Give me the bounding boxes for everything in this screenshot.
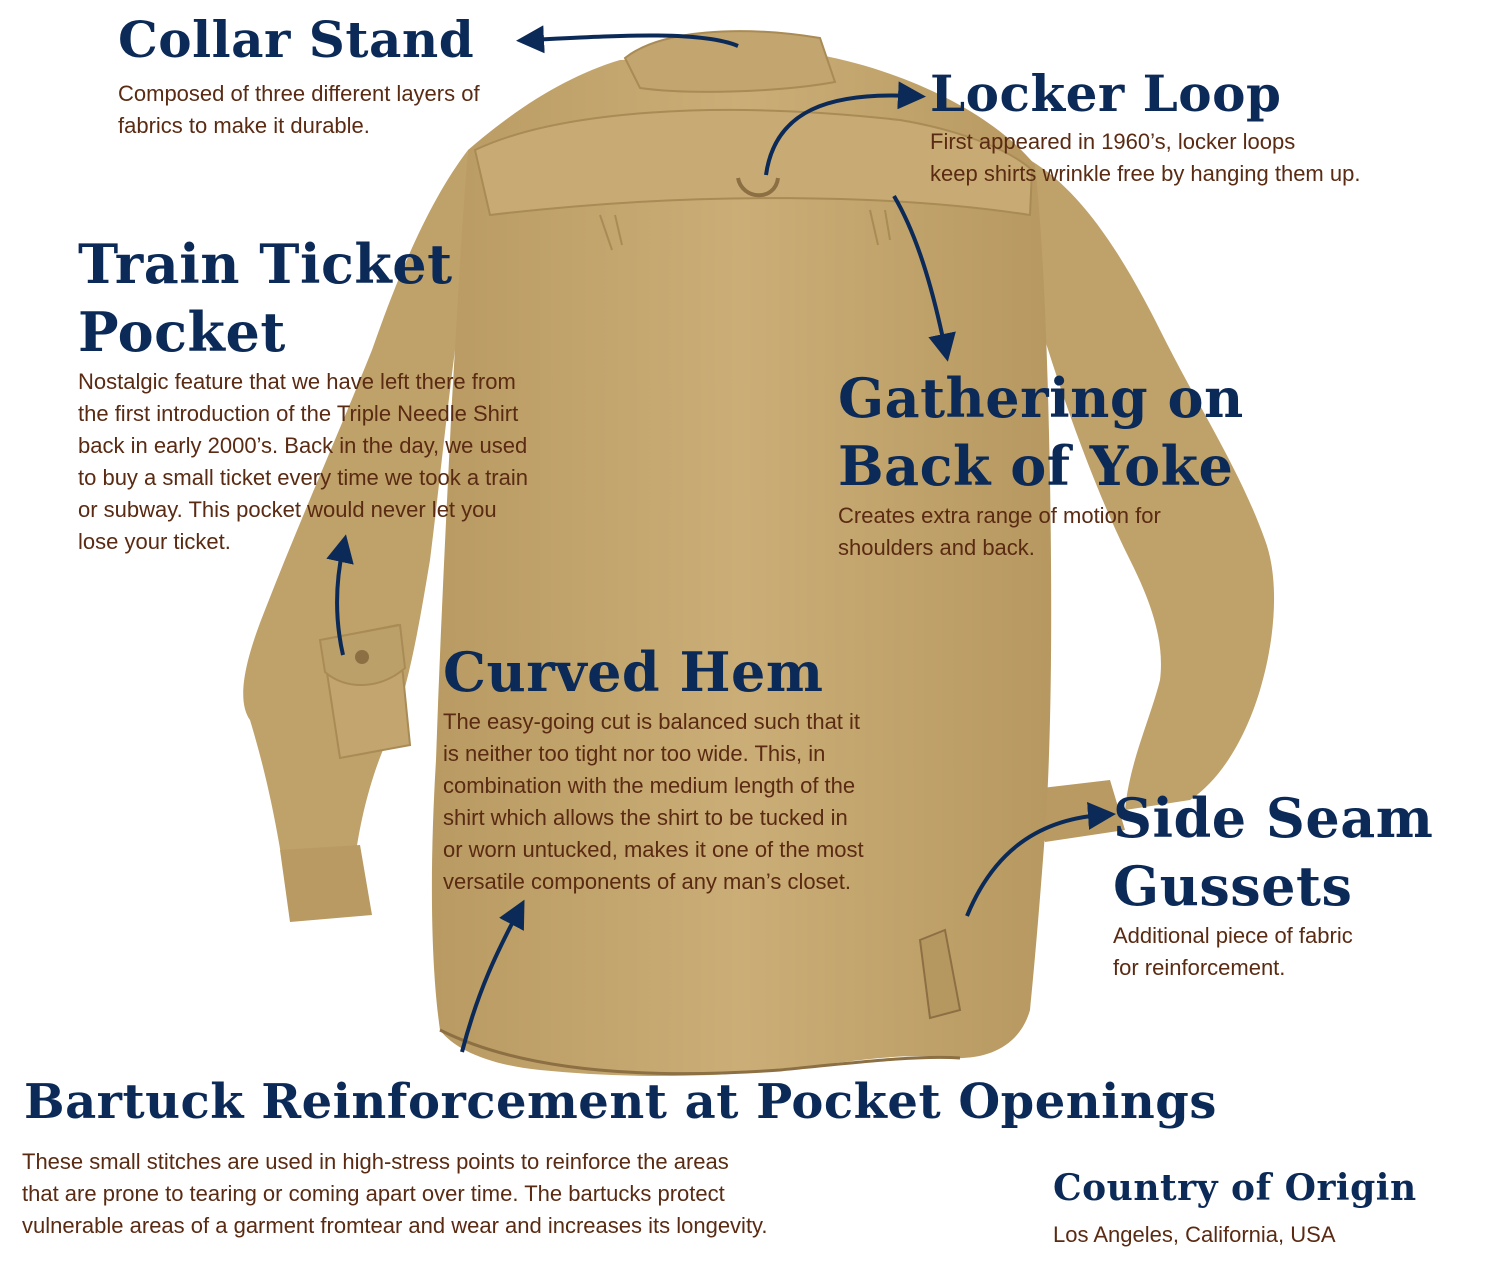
country-of-origin-description: Los Angeles, California, USA: [1053, 1219, 1336, 1251]
side-seam-gusset: [918, 928, 962, 1020]
curved-hem-description: The easy-going cut is balanced such that…: [443, 706, 864, 898]
locker-loop-line: First appeared in 1960’s, locker loops: [930, 129, 1296, 154]
back-yoke: [473, 109, 1034, 217]
curved-hem-line: combination with the medium length of th…: [443, 773, 856, 798]
curved-hem-title: Curved Hem: [443, 640, 824, 704]
right-sleeve: [1030, 160, 1275, 810]
train-ticket-pocket-title-line: Train Ticket: [78, 232, 453, 296]
country-of-origin-line: Los Angeles, California, USA: [1053, 1222, 1336, 1247]
collar-stand-line: fabrics to make it durable.: [118, 113, 370, 138]
train-ticket-pocket-title: Train Ticket Pocket: [78, 230, 453, 366]
collar-stand-title: Collar Stand: [118, 10, 475, 69]
side-seam-gussets-description: Additional piece of fabric for reinforce…: [1113, 920, 1353, 984]
sleeve-pocket-button: [355, 650, 369, 664]
yoke-gathering: [599, 209, 891, 251]
locker-loop: [736, 177, 780, 198]
locker-loop-description: First appeared in 1960’s, locker loops k…: [930, 126, 1360, 190]
bartuck-description: These small stitches are used in high-st…: [22, 1146, 768, 1242]
gathering-back-yoke-line: Creates extra range of motion for: [838, 503, 1161, 528]
gathering-back-yoke-title-line: Back of Yoke: [838, 434, 1234, 498]
locker-loop-title: Locker Loop: [930, 64, 1282, 123]
shirt-body: [431, 55, 1052, 1076]
collar-stand-description: Composed of three different layers of fa…: [118, 78, 480, 142]
bartuck-line: These small stitches are used in high-st…: [22, 1149, 729, 1174]
gathering-back-yoke-line: shoulders and back.: [838, 535, 1035, 560]
train-ticket-pocket-line: back in early 2000’s. Back in the day, w…: [78, 433, 528, 458]
bartuck-title: Bartuck Reinforcement at Pocket Openings: [24, 1074, 1217, 1130]
side-seam-gussets-line: Additional piece of fabric: [1113, 923, 1353, 948]
curved-hem-line: versatile components of any man’s closet…: [443, 869, 852, 894]
collar: [623, 30, 837, 93]
arrow-gathering: [892, 194, 956, 362]
gathering-back-yoke-title-line: Gathering on: [838, 366, 1244, 430]
curved-hem: [439, 1028, 961, 1076]
locker-loop-line: keep shirts wrinkle free by hanging them…: [930, 161, 1361, 186]
train-ticket-pocket-line: to buy a small ticket every time we took…: [78, 465, 528, 490]
arrow-bartuck: [460, 899, 525, 1053]
curved-hem-line: is neither too tight nor too wide. This,…: [443, 741, 826, 766]
country-of-origin-title: Country of Origin: [1053, 1167, 1417, 1209]
side-seam-gussets-title: Side Seam Gussets: [1113, 784, 1433, 920]
curved-hem-line: The easy-going cut is balanced such that…: [443, 709, 861, 734]
left-cuff: [280, 845, 372, 922]
side-seam-gussets-title-line: Gussets: [1113, 854, 1353, 918]
side-seam-gussets-line: for reinforcement.: [1113, 955, 1286, 980]
side-seam-gussets-title-line: Side Seam: [1113, 786, 1434, 850]
bartuck-line: that are prone to tearing or coming apar…: [22, 1181, 725, 1206]
train-ticket-pocket-line: the first introduction of the Triple Nee…: [78, 401, 519, 426]
arrow-collar-stand: [516, 25, 739, 54]
curved-hem-line: shirt which allows the shirt to be tucke…: [443, 805, 848, 830]
gathering-back-yoke-description: Creates extra range of motion for should…: [838, 500, 1161, 564]
train-ticket-pocket-description: Nostalgic feature that we have left ther…: [78, 366, 528, 558]
train-ticket-pocket-title-line: Pocket: [78, 300, 286, 364]
arrow-locker-loop: [764, 81, 926, 176]
train-ticket-pocket-line: lose your ticket.: [78, 529, 231, 554]
arrow-train-ticket-pocket: [326, 534, 354, 656]
train-ticket-pocket-line: Nostalgic feature that we have left ther…: [78, 369, 516, 394]
curved-hem-line: or worn untucked, makes it one of the mo…: [443, 837, 864, 862]
bartuck-line: vulnerable areas of a garment fromtear a…: [22, 1213, 768, 1238]
collar-stand-line: Composed of three different layers of: [118, 81, 480, 106]
train-ticket-pocket-line: or subway. This pocket would never let y…: [78, 497, 497, 522]
arrow-side-seam-gussets: [965, 802, 1116, 917]
gathering-back-yoke-title: Gathering on Back of Yoke: [838, 364, 1244, 500]
left-sleeve: [243, 150, 468, 860]
